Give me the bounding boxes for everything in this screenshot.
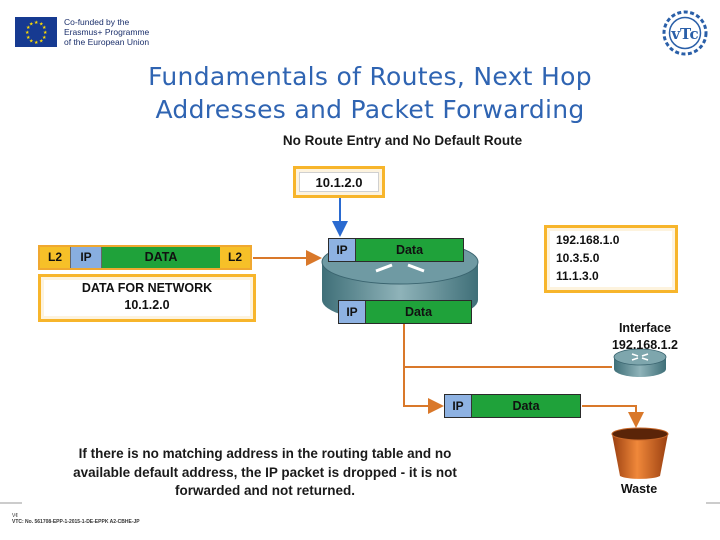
packet-dropped: IP Data [444, 394, 581, 418]
vtc-logo-text: vTc [670, 25, 698, 43]
footer-mark: V¢ [12, 513, 19, 519]
svg-text:★: ★ [34, 40, 39, 46]
svg-text:★: ★ [26, 35, 31, 41]
network-label: DATA FOR NETWORK 10.1.2.0 [44, 280, 250, 316]
packet-data: Data [356, 239, 463, 261]
waste-label: Waste [620, 482, 658, 496]
svg-text:★: ★ [34, 20, 39, 26]
network-label-box: DATA FOR NETWORK 10.1.2.0 [38, 274, 256, 322]
diagram-caption: If there is no matching address in the r… [73, 446, 457, 498]
vtc-logo: vTc [660, 10, 710, 61]
waste-path [582, 405, 644, 428]
destination-box: 10.1.2.0 [293, 166, 385, 198]
frame-data: DATA [102, 247, 220, 268]
frame-l2-header: L2 [40, 247, 70, 268]
svg-text:★: ★ [39, 39, 44, 45]
waste-bucket-icon [611, 427, 669, 479]
packet-outgoing: IP Data [338, 300, 472, 324]
packet-ip-header: IP [329, 239, 356, 261]
svg-text:★: ★ [26, 25, 31, 31]
packet-data: Data [366, 301, 471, 323]
routing-table-entry: 11.1.3.0 [556, 269, 599, 283]
svg-text:★: ★ [42, 25, 47, 31]
svg-text:★: ★ [42, 35, 47, 41]
routing-table: 192.168.1.0 10.3.5.0 11.1.3.0 [544, 225, 678, 293]
destination-address: 10.1.2.0 [299, 172, 379, 192]
svg-text:★: ★ [29, 39, 34, 45]
interface-router-icon [613, 348, 667, 377]
eu-cofunded-text: Co-funded by the Erasmus+ Programme of t… [64, 17, 150, 47]
packet-ip-header: IP [339, 301, 366, 323]
interface-label: Interface [618, 321, 672, 335]
routing-table-entry: 192.168.1.0 [556, 233, 620, 247]
drop-path [403, 323, 444, 414]
interface-ip: 192.168.1.2 [611, 338, 679, 352]
svg-text:★: ★ [25, 30, 30, 36]
slide-title: Fundamentals of Routes, Next Hop Address… [148, 62, 592, 124]
svg-text:★: ★ [39, 22, 44, 28]
routing-table-entry: 10.3.5.0 [556, 251, 600, 265]
packet-data: Data [472, 395, 580, 417]
packet-incoming: IP Data [328, 238, 464, 262]
svg-text:★: ★ [29, 22, 34, 28]
footer-project-id: VTC: No. 561708-EPP-1-2015-1-DE-EPPK A2-… [12, 519, 140, 525]
eu-flag-icon: ★★★ ★★★ ★★★ ★★★ [15, 17, 57, 47]
svg-text:★: ★ [43, 30, 48, 36]
frame-l2-trailer: L2 [220, 247, 250, 268]
frame-ip-header: IP [70, 247, 102, 268]
diagram-title: No Route Entry and No Default Route [282, 133, 523, 148]
packet-ip-header: IP [445, 395, 472, 417]
l2-frame: L2 IP DATA L2 [38, 245, 252, 270]
